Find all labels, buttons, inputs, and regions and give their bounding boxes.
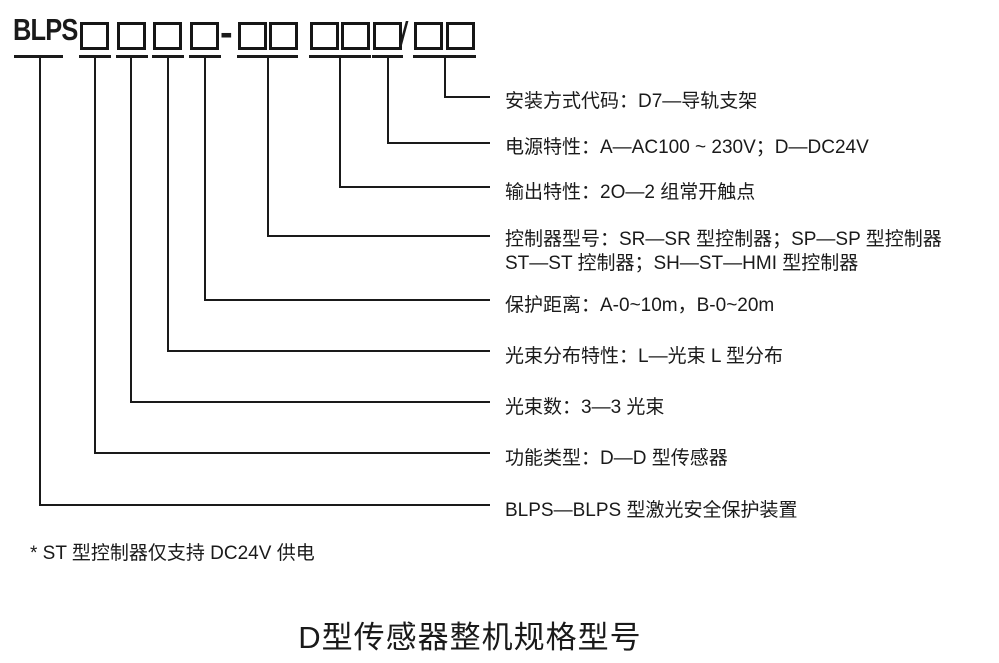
- label-beam-count: 光束数：3—3 光束: [505, 397, 665, 418]
- leader-stem-function-type: [94, 57, 96, 454]
- leader-stem-controller: [267, 57, 269, 237]
- code-box-output-1: [310, 22, 339, 50]
- leader-stem-output: [339, 57, 341, 188]
- label-output-spec: 输出特性：2O—2 组常开触点: [505, 182, 756, 203]
- code-box-output-2: [341, 22, 370, 50]
- code-box-beam-layout: [153, 22, 182, 50]
- slash-separator: /: [399, 16, 409, 54]
- label-protect-range: 保护距离：A-0~10m，B-0~20m: [505, 295, 775, 316]
- leader-elbow-function-type: [94, 452, 490, 454]
- leader-elbow-output: [339, 186, 490, 188]
- underline-function-type: [79, 55, 111, 58]
- code-box-mount-2: [446, 22, 475, 50]
- label-power-spec: 电源特性：A—AC100 ~ 230V；D—DC24V: [505, 137, 869, 158]
- leader-elbow-beam-count: [130, 401, 490, 403]
- leader-stem-mount: [444, 57, 446, 98]
- label-controller-model: 控制器型号：SR—SR 型控制器；SP—SP 型控制器 ST—ST 控制器；SH…: [505, 228, 942, 276]
- underline-beam-count: [116, 55, 148, 58]
- underline-protect-range: [189, 55, 221, 58]
- underline-power: [372, 55, 403, 58]
- footnote: * ST 型控制器仅支持 DC24V 供电: [30, 543, 315, 564]
- leader-stem-beam-count: [130, 57, 132, 403]
- diagram-title: D型传感器整机规格型号: [298, 620, 642, 655]
- label-mount-code: 安装方式代码：D7—导轨支架: [505, 91, 758, 112]
- dash-separator: -: [220, 12, 233, 54]
- code-box-mount-1: [414, 22, 443, 50]
- label-controller-model-line2: ST—ST 控制器；SH—ST—HMI 型控制器: [505, 253, 859, 274]
- model-prefix: BLPS: [13, 12, 78, 47]
- leader-elbow-protect-range: [204, 299, 490, 301]
- leader-elbow-beam-layout: [167, 350, 490, 352]
- leader-stem-beam-layout: [167, 57, 169, 352]
- leader-elbow-mount: [444, 96, 490, 98]
- underline-output: [309, 55, 371, 58]
- leader-elbow-prefix: [39, 504, 490, 506]
- label-controller-model-line1: 控制器型号：SR—SR 型控制器；SP—SP 型控制器: [505, 229, 942, 250]
- underline-beam-layout: [152, 55, 184, 58]
- leader-stem-prefix: [39, 57, 41, 506]
- underline-controller: [237, 55, 298, 58]
- underline-mount: [413, 55, 476, 58]
- label-series-name: BLPS—BLPS 型激光安全保护装置: [505, 500, 798, 521]
- leader-stem-power: [387, 57, 389, 144]
- underline-prefix: [14, 55, 63, 58]
- code-box-power: [373, 22, 402, 50]
- leader-elbow-power: [387, 142, 490, 144]
- code-box-beam-count: [117, 22, 146, 50]
- label-function-type: 功能类型：D—D 型传感器: [505, 448, 728, 469]
- label-beam-layout: 光束分布特性：L—光束 L 型分布: [505, 346, 783, 367]
- code-box-function-type: [80, 22, 109, 50]
- code-box-controller-2: [269, 22, 298, 50]
- leader-elbow-controller: [267, 235, 490, 237]
- code-box-protect-range: [190, 22, 219, 50]
- leader-stem-protect-range: [204, 57, 206, 301]
- code-box-controller-1: [238, 22, 267, 50]
